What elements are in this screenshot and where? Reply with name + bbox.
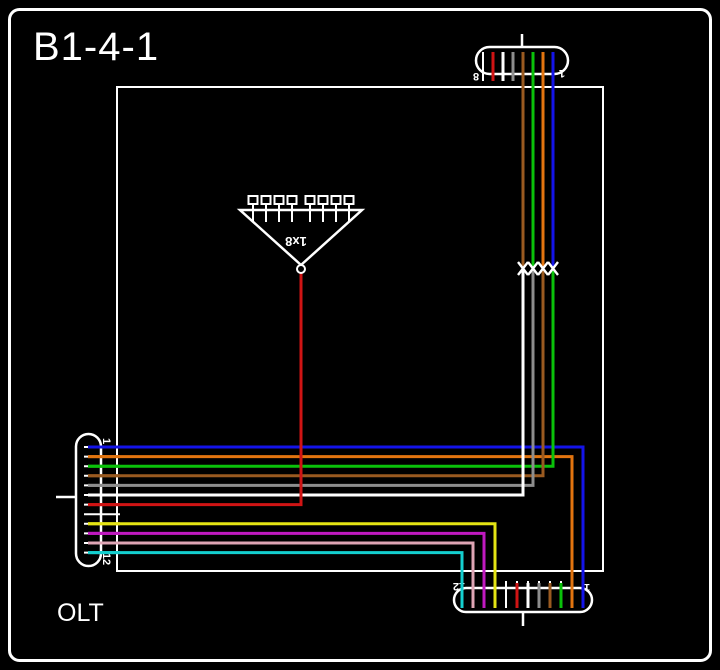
fiber-spliced-slate (88, 268, 535, 487)
splice-x-icon (537, 261, 549, 276)
olt-connector: 1 12 (56, 432, 120, 568)
splice-x-icon (527, 261, 539, 276)
fiber-red-to-splitter (88, 272, 303, 507)
splitter-port-icon (317, 195, 329, 205)
splitter-port-icon (330, 195, 342, 205)
olt-connector-label-bottom: 12 (100, 553, 112, 565)
top-connector-label-right: 1 (559, 67, 565, 79)
fiber-spliced-brown (88, 268, 545, 478)
splitter-port-icon (343, 195, 355, 205)
splitter-port-icon (304, 195, 316, 205)
fiber-routes (88, 52, 585, 606)
olt-label: OLT (57, 599, 104, 627)
fiber-spliced-white (88, 268, 525, 497)
outer-frame (8, 8, 712, 662)
splitter-output-ports (247, 195, 355, 222)
splitter-port-icon (247, 195, 259, 205)
splitter-port-icon (286, 195, 298, 205)
fiber-orange (88, 455, 574, 606)
splitter-triangle (236, 208, 366, 267)
splitter-1x8: 1x8 (236, 195, 366, 267)
cabinet-outline (116, 86, 604, 572)
fiber-yellow (88, 522, 497, 606)
top-connector-label-left: 8 (473, 70, 479, 82)
olt-connector-label-top: 1 (100, 438, 112, 444)
bottom-connector-ports (460, 581, 585, 608)
splitter-input-port-icon (296, 264, 306, 274)
splitter-ratio-label: 1x8 (285, 234, 307, 249)
splice-x-icon (547, 261, 559, 276)
fiber-violet (88, 531, 486, 606)
splitter-port-icon (273, 195, 285, 205)
fiber-aqua (88, 551, 464, 606)
olt-connector-body (74, 432, 103, 568)
fiber-blue (88, 445, 585, 606)
splice-x-icon (517, 261, 529, 276)
splice-marks (517, 261, 559, 276)
bottom-connector-label-right: 1 (584, 581, 590, 593)
bottom-connector-body (452, 586, 594, 614)
page-title: B1-4-1 (33, 25, 159, 69)
fiber-spliced-green (88, 268, 555, 468)
fiber-rose (88, 541, 475, 606)
splitter-port-icon (260, 195, 272, 205)
